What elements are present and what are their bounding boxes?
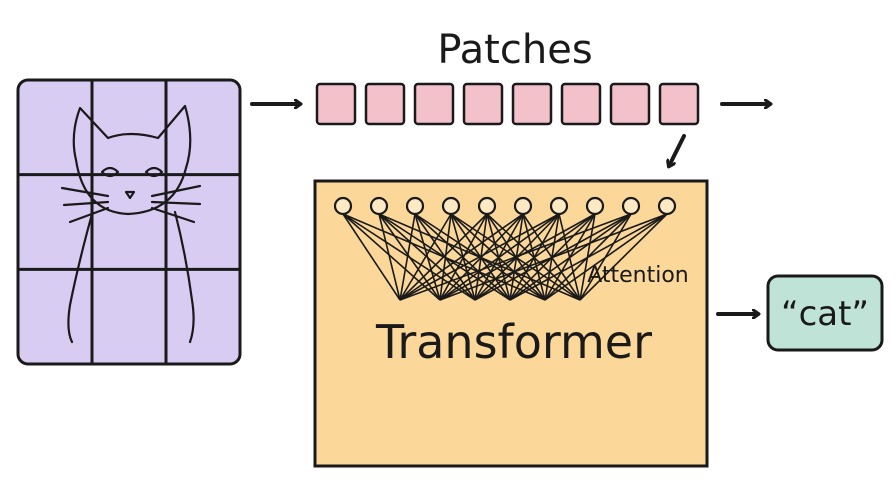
attention-node: [657, 196, 677, 216]
cat-sketch-icon: [60, 104, 202, 344]
transformer-label: Transformer: [375, 315, 652, 369]
attention-edge: [378, 213, 401, 301]
attention-edge: [342, 213, 441, 301]
input-image: [16, 78, 242, 366]
image-frame: [16, 78, 242, 366]
attention-edge: [414, 213, 441, 301]
attention-edge: [399, 213, 416, 301]
attention-node: [441, 196, 461, 216]
transformer-block: Attention Transformer: [313, 179, 709, 468]
attention-edge: [439, 213, 524, 301]
patch-square: [658, 82, 700, 126]
attention-node: [333, 196, 353, 216]
patch-square: [315, 82, 357, 126]
attention-edge: [439, 213, 560, 301]
output-box: “cat”: [766, 274, 884, 352]
patch-square: [364, 82, 406, 126]
patch-square: [609, 82, 651, 126]
patches-title: Patches: [437, 27, 592, 73]
attention-edge: [399, 213, 488, 301]
attention-edge: [509, 213, 632, 301]
patch-sequence: [315, 82, 700, 126]
attention-node: [477, 196, 497, 216]
attention-edge: [439, 213, 488, 301]
patch-square: [462, 82, 504, 126]
attention-edge: [399, 213, 452, 301]
attention-node: [549, 196, 569, 216]
patch-square: [413, 82, 455, 126]
output-frame: [766, 274, 884, 352]
attention-edge: [378, 213, 441, 301]
attention-edge: [342, 213, 401, 301]
attention-network: [333, 196, 677, 301]
attention-edge: [399, 213, 524, 301]
attention-label: Attention: [587, 263, 689, 288]
attention-node: [369, 196, 389, 216]
attention-node: [585, 196, 605, 216]
output-label: “cat”: [781, 294, 869, 334]
attention-edge: [544, 213, 668, 301]
attention-edge: [579, 213, 668, 301]
attention-node: [513, 196, 533, 216]
attention-edge: [399, 213, 560, 301]
attention-edge: [509, 213, 668, 301]
attention-edge: [474, 213, 596, 301]
patch-square: [560, 82, 602, 126]
attention-node: [405, 196, 425, 216]
attention-edge: [399, 213, 632, 301]
patch-square: [511, 82, 553, 126]
attention-edge: [439, 213, 668, 301]
attention-edge: [439, 213, 452, 301]
attention-node: [621, 196, 641, 216]
arrow-patches-to-transformer: [669, 134, 686, 166]
